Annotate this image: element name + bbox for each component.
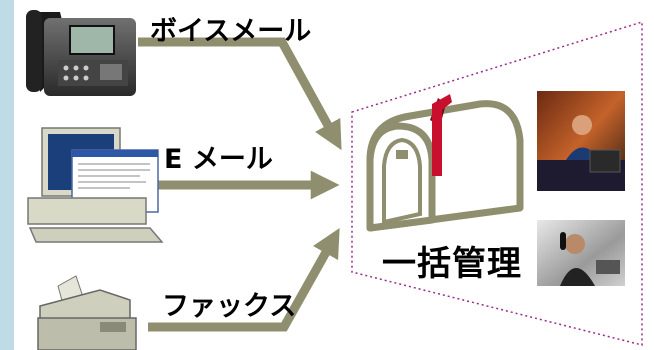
voicemail-label: ボイスメール bbox=[150, 16, 312, 47]
projection-dotted-border bbox=[351, 20, 643, 346]
mailbox-icon bbox=[366, 100, 524, 232]
left-accent-strip bbox=[0, 0, 14, 350]
unified-management-label: 一括管理 bbox=[382, 244, 522, 284]
ip-phone-icon bbox=[26, 10, 136, 96]
fax-label: ファックス bbox=[162, 291, 297, 322]
user-at-workstation-photo bbox=[537, 91, 625, 191]
fax-machine-icon bbox=[37, 275, 137, 350]
arrow-voicemail bbox=[138, 37, 342, 151]
user-on-phone-photo bbox=[537, 220, 625, 286]
mailbox-flag-icon bbox=[430, 94, 452, 176]
email-label: E メール bbox=[164, 144, 273, 175]
arrow-fax bbox=[148, 227, 340, 332]
computer-icon bbox=[27, 127, 164, 243]
